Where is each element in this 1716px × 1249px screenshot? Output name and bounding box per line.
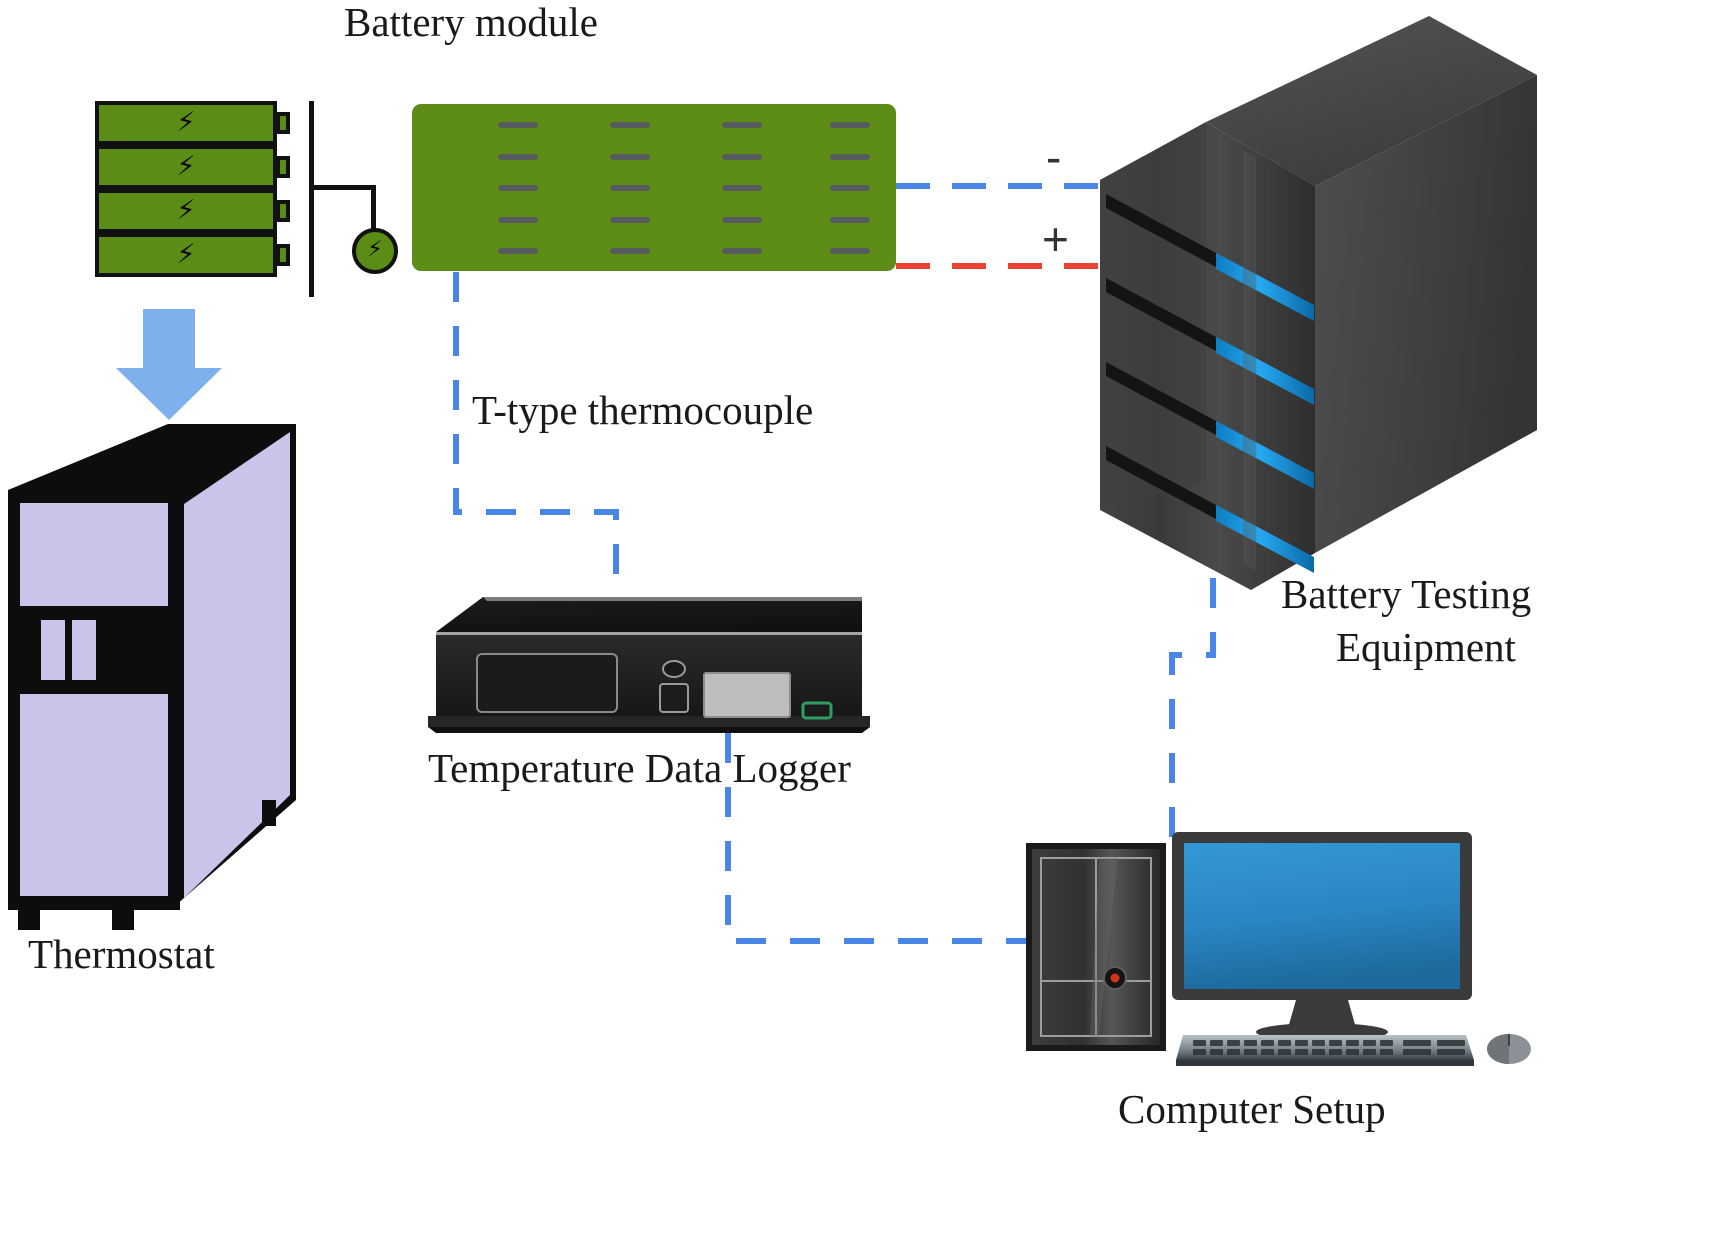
module-dash [498, 216, 538, 223]
cell-terminal-tab [276, 200, 290, 222]
battery-cell: ⚡ [95, 233, 277, 277]
bolt-icon: ⚡ [176, 106, 196, 138]
module-dash [830, 248, 870, 254]
bolt-icon: ⚡ [176, 194, 196, 226]
module-dash [830, 185, 870, 191]
module-dash [610, 185, 650, 191]
bolt-icon: ⚡ [176, 238, 196, 270]
battery-testing-equipment-graphic [1100, 16, 1537, 590]
module-dash [610, 216, 650, 223]
module-dash [722, 122, 762, 128]
battery-cell-stack: ⚡ ⚡ ⚡ ⚡ [95, 101, 290, 300]
module-dash [498, 185, 538, 191]
module-dash [830, 122, 870, 128]
module-dash [722, 185, 762, 191]
bus-lead-vertical [371, 187, 376, 235]
negative-polarity-sign: - [1046, 131, 1062, 183]
battery-testing-equipment-label-line2: Equipment [1336, 624, 1516, 670]
module-dash [610, 153, 650, 160]
wire-tester-to-computer [1169, 578, 1216, 843]
temperature-data-logger-label: Temperature Data Logger [428, 745, 851, 791]
computer-setup-label: Computer Setup [1118, 1086, 1386, 1132]
module-dash-column [722, 122, 762, 254]
bolt-icon: ⚡ [176, 150, 196, 182]
battery-cell: ⚡ [95, 145, 277, 189]
temperature-data-logger-graphic [428, 597, 870, 733]
module-dash [610, 248, 650, 254]
battery-cell: ⚡ [95, 189, 277, 233]
wire-thermocouple [453, 272, 619, 597]
power-source-node: ⚡ [352, 228, 398, 274]
bus-bar [309, 101, 314, 297]
module-dash [498, 122, 538, 128]
bus-lead-horizontal [312, 185, 376, 190]
battery-cell: ⚡ [95, 101, 277, 145]
bolt-icon: ⚡ [367, 237, 383, 262]
module-dash [830, 216, 870, 223]
cell-terminal-tab [276, 156, 290, 178]
module-dash [722, 248, 762, 254]
cell-terminal-tab [276, 244, 290, 266]
thermostat-label: Thermostat [28, 931, 215, 977]
thermocouple-label: T-type thermocouple [472, 387, 814, 433]
insertion-arrow-icon [116, 309, 222, 420]
module-dash [722, 153, 762, 160]
module-dash [830, 153, 870, 160]
module-dash [722, 216, 762, 223]
positive-polarity-sign: + [1042, 213, 1069, 265]
cell-terminal-tab [276, 112, 290, 134]
battery-module-panel [412, 104, 896, 271]
computer-setup-graphic [1026, 832, 1531, 1066]
module-dash-column [610, 122, 650, 254]
battery-module-label: Battery module [344, 0, 598, 45]
thermostat-graphic [8, 424, 296, 930]
module-dash [498, 153, 538, 160]
module-dash-column [498, 122, 538, 254]
module-dash-column [830, 122, 870, 254]
battery-testing-equipment-label-line1: Battery Testing [1281, 571, 1532, 617]
module-dash [610, 122, 650, 128]
module-dash [498, 248, 538, 254]
